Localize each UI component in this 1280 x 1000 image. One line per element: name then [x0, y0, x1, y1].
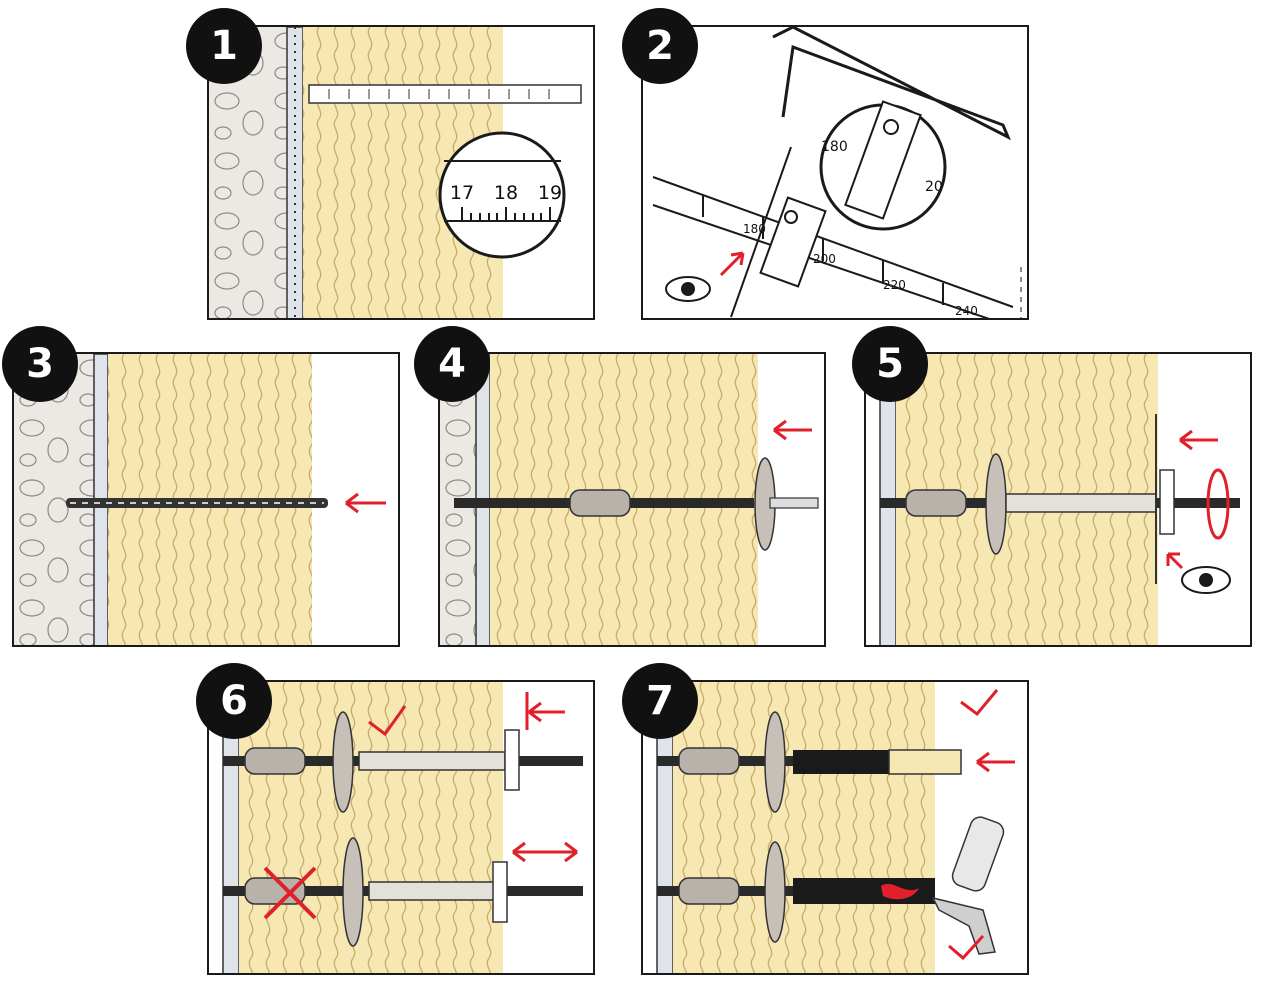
- step-1-panel: 17 18 19: [207, 25, 595, 320]
- depth-gauge: [308, 84, 582, 104]
- step-3-illustration: [14, 354, 386, 645]
- ruler-tick-17: 17: [450, 182, 474, 204]
- check-red-icon: [960, 689, 999, 717]
- step-7-illustration: [656, 682, 1015, 973]
- insulation-plate: [985, 453, 1007, 555]
- arrow-red-icon: [525, 692, 565, 730]
- step-3-badge: 3: [2, 326, 78, 402]
- step-1-illustration: 17 18 19: [209, 27, 582, 318]
- step-4-badge: 4: [414, 326, 490, 402]
- step-2-badge: 2: [622, 8, 698, 84]
- rail-mark-200: 200: [813, 252, 836, 266]
- drill-bit: [66, 498, 328, 508]
- hex-key: [772, 27, 1011, 141]
- anchor-sleeve: [905, 489, 967, 517]
- step-5-illustration: [879, 354, 1240, 645]
- step-5-panel: [864, 352, 1252, 647]
- step-6-badge: 6: [196, 663, 272, 739]
- ruler-tick-18: 18: [494, 182, 518, 204]
- rail-mark-220: 220: [883, 278, 906, 292]
- ruler-zoom-circle: [438, 131, 566, 259]
- step-7-badge: 7: [622, 663, 698, 739]
- insulation-board: [673, 682, 935, 973]
- arrow-red-icon: [773, 419, 812, 441]
- step-6-illustration: [222, 682, 583, 973]
- step-5-badge: 5: [852, 326, 928, 402]
- step-4-illustration: [440, 354, 819, 645]
- step-1-badge: 1: [186, 8, 262, 84]
- zoom-mark-20: 20: [925, 179, 943, 195]
- step-2-illustration: 180 200 220 240 180 20: [652, 27, 1022, 318]
- rail-mark-240: 240: [955, 304, 978, 318]
- step-4-panel: [438, 352, 826, 647]
- check-red-icon: [948, 934, 985, 961]
- arrow-red-icon: [1166, 552, 1184, 570]
- insulation-cap: [888, 749, 962, 775]
- foam-can-icon: [951, 816, 1005, 892]
- arrow-red-icon: [345, 492, 386, 514]
- step-2-panel: 180 200 220 240 180 20: [641, 25, 1029, 320]
- foam-gun-icon: [931, 896, 996, 955]
- check-red-icon: [368, 705, 407, 737]
- rotate-red-icon: [1206, 468, 1230, 540]
- double-arrow-red-icon: [512, 841, 578, 863]
- step-6-panel: [207, 680, 595, 975]
- cross-red-icon: [263, 866, 317, 920]
- arrow-red-icon: [719, 251, 745, 277]
- setting-plate: [1159, 469, 1175, 535]
- anchor-sleeve: [569, 489, 631, 517]
- zoom-mark-180: 180: [821, 139, 848, 155]
- step-3-panel: [12, 352, 400, 647]
- setting-tool: [1005, 493, 1157, 513]
- ruler-tick-19: 19: [538, 182, 562, 204]
- recess-hole-top: [793, 750, 889, 774]
- insulation-board: [239, 682, 503, 973]
- arrow-red-icon: [976, 751, 1015, 773]
- arrow-red-icon: [1179, 429, 1218, 451]
- setting-plate: [759, 196, 827, 288]
- foam-red: [881, 883, 919, 900]
- step-7-panel: [641, 680, 1029, 975]
